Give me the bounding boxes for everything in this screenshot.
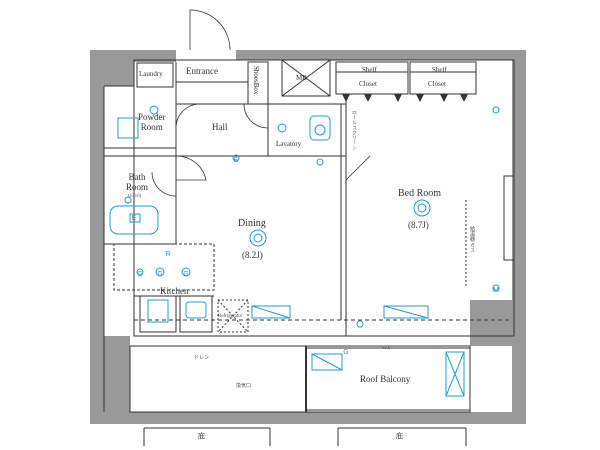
balcony-unit <box>445 351 465 397</box>
mark-g3: G <box>183 271 188 278</box>
stove-icon <box>147 299 169 323</box>
outer-walls <box>90 50 526 424</box>
dining-size: (8.2J) <box>242 250 263 260</box>
symbol-marks: R G G G E G E M <box>132 157 499 356</box>
refrigerator-label: Refrigerator <box>218 314 243 319</box>
fixtures <box>109 105 500 397</box>
room-roof-balcony: Roof Balcony <box>360 374 411 384</box>
mark-e: E <box>234 157 239 164</box>
lavatory-light-icon <box>277 123 287 133</box>
drain-note: ドレン <box>194 356 210 361</box>
doors <box>151 9 371 197</box>
aircon-unit <box>311 353 343 371</box>
shelf-right: Shelf <box>432 66 447 74</box>
room-dining: Dining <box>238 218 266 229</box>
bathtub <box>109 205 159 235</box>
mark-g2: G <box>157 271 162 278</box>
eaves-left: 庇 <box>198 432 205 440</box>
interior-walls <box>103 59 515 446</box>
sink-note: 給湯器/ガス <box>469 226 474 253</box>
closet-right: Closet <box>428 80 446 88</box>
eaves-right: 庇 <box>396 432 403 440</box>
bedroom-light-icon <box>413 199 431 217</box>
mark-m: M <box>493 287 499 294</box>
room-lavatory: Lavatory <box>276 140 302 148</box>
room-laundry: Laundry <box>139 70 163 78</box>
bath-size: (1216) <box>128 194 142 199</box>
bedroom-window <box>383 305 429 319</box>
room-hall: Hall <box>212 122 228 132</box>
room-shoes-box: ShoesBox <box>252 66 260 95</box>
washbasin <box>117 117 139 139</box>
fix-label: FIX <box>382 346 391 351</box>
closet-hangers <box>342 94 468 102</box>
room-kitchen: Kitchen <box>160 286 189 296</box>
room-entrance: Entrance <box>186 66 218 76</box>
room-bath: Bath Room <box>126 172 149 192</box>
curtain-rail-note: ロールスクリーン <box>351 110 356 150</box>
mark-bath: E <box>132 215 137 222</box>
shelf-left: Shelf <box>362 66 377 74</box>
bedroom-size: (8.7J) <box>408 220 429 230</box>
dining-light-icon <box>249 229 267 247</box>
room-bedroom: Bed Room <box>398 188 442 199</box>
mark-g1: G <box>137 271 142 278</box>
vent-note: 換気口 <box>236 384 252 389</box>
room-mb: MB <box>296 74 307 82</box>
kitchen-sink <box>185 301 207 319</box>
dining-window <box>251 305 291 319</box>
toilet-icon <box>309 115 331 141</box>
closet-left: Closet <box>359 80 377 88</box>
mark-balcony: G <box>343 349 348 356</box>
room-powder: Powder Room <box>138 112 166 132</box>
powder-light-icon <box>149 105 159 115</box>
mark-r: R <box>165 251 170 258</box>
bath-fan-icon <box>124 196 132 204</box>
